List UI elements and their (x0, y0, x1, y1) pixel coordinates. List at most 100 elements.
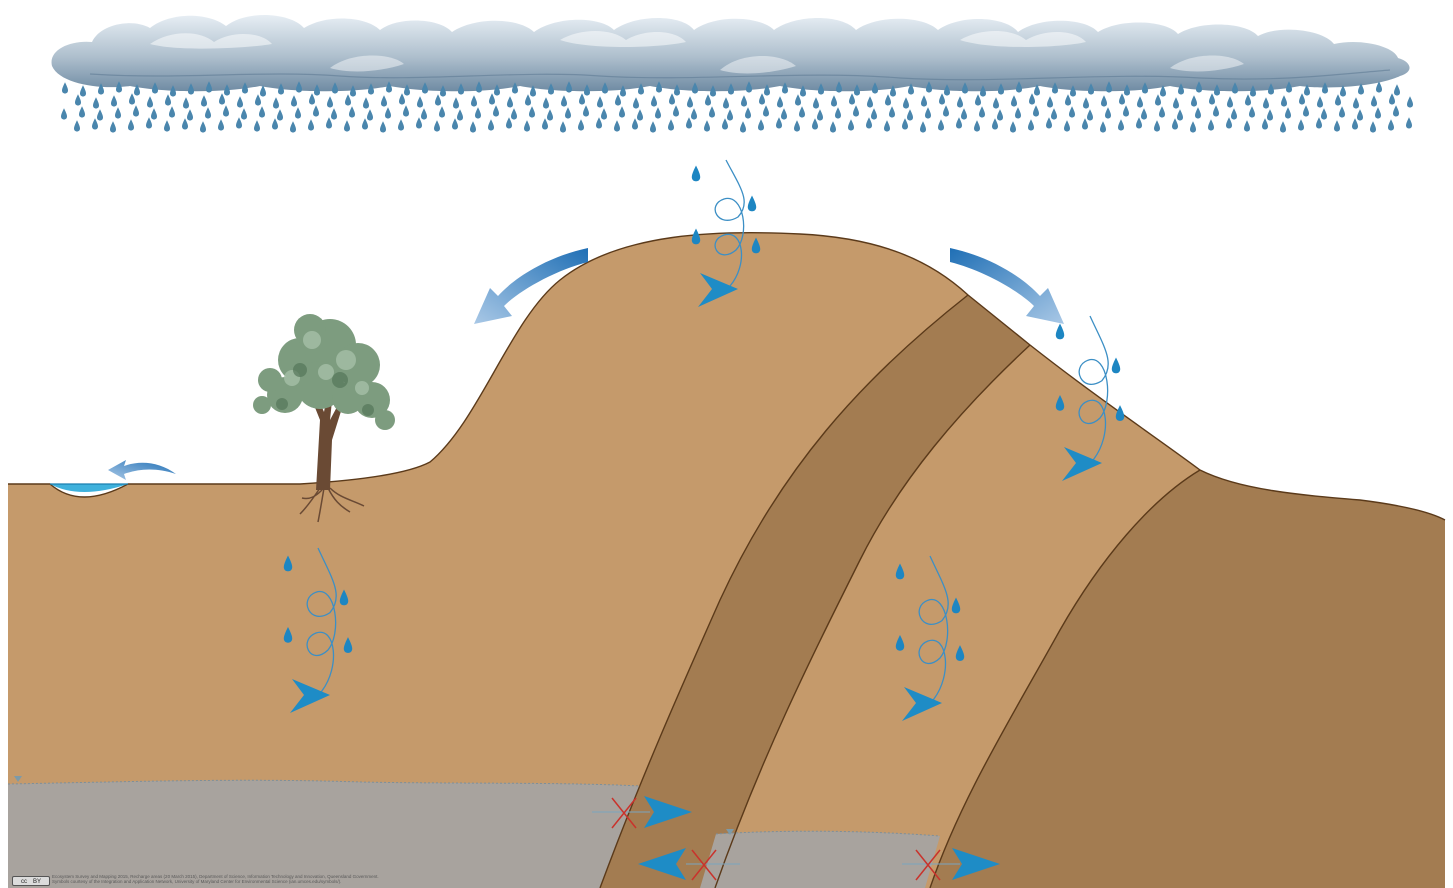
raindrop-icon (1029, 93, 1035, 104)
raindrop-icon (1015, 107, 1021, 118)
raindrop-icon (488, 119, 494, 130)
raindrop-icon (1370, 121, 1376, 132)
raindrop-icon (1154, 120, 1160, 131)
raindrop-icon (146, 117, 152, 128)
raindrop-icon (273, 97, 279, 108)
raindrop-icon (223, 105, 229, 116)
raindrop-icon (1047, 96, 1053, 107)
raindrop-icon (939, 93, 945, 104)
raindrop-icon (1299, 93, 1305, 104)
raindrop-icon (218, 119, 224, 130)
raindrop-icon (183, 97, 189, 108)
raindrop-icon (543, 97, 549, 108)
raindrop-icon (236, 117, 242, 128)
raindrop-icon (992, 118, 998, 129)
raindrop-icon (1159, 106, 1165, 117)
raindrop-icon (885, 94, 891, 105)
raindrop-icon (272, 118, 278, 129)
raindrop-icon (903, 97, 909, 108)
raindrop-icon (686, 117, 692, 128)
raindrop-icon (74, 120, 80, 131)
credits: Ecosystem Survey and Mapping 2015, Recha… (52, 874, 379, 884)
raindrop-icon (525, 94, 531, 105)
raindrop-icon (547, 109, 553, 120)
raindrop-icon (1298, 119, 1304, 130)
raindrop-icon (434, 120, 440, 131)
raindrop-icon (205, 107, 211, 118)
raindrop-icon (295, 107, 301, 118)
raindrop-icon (511, 108, 517, 119)
raindrop-icon (1245, 94, 1251, 105)
raindrop-icon (398, 119, 404, 130)
raindrop-icon (129, 93, 135, 104)
raindrop-icon (344, 120, 350, 131)
creative-commons-icon: cc BY (12, 876, 50, 886)
raindrop-icon (1155, 94, 1161, 105)
raindrop-icon (1010, 121, 1016, 132)
raindrop-icon (673, 105, 679, 116)
raindrop-icon (615, 94, 621, 105)
curved-arrow-icon (108, 460, 176, 480)
raindrop-icon (151, 108, 157, 119)
raindrop-icon (578, 119, 584, 130)
raindrop-icon (475, 107, 481, 118)
soil-profile (8, 233, 1445, 888)
raindrop-icon (470, 121, 476, 132)
raindrop-icon (817, 109, 823, 120)
raindrop-icon (417, 96, 423, 107)
raindrop-icon (452, 118, 458, 129)
storm-cloud-icon (52, 15, 1410, 91)
raindrop-icon (867, 96, 873, 107)
raindrop-icon (957, 96, 963, 107)
raindrop-icon (1069, 106, 1075, 117)
raindrop-icon (830, 121, 836, 132)
raindrop-icon (1105, 107, 1111, 118)
raindrop-icon (925, 107, 931, 118)
raindrop-icon (416, 117, 422, 128)
raindrop-icon (380, 121, 386, 132)
raindrop-icon (1213, 105, 1219, 116)
raindrop-icon (812, 118, 818, 129)
raindrop-icon (260, 85, 266, 96)
raindrop-icon (795, 94, 801, 105)
raindrop-icon (619, 106, 625, 117)
raindrop-icon (542, 118, 548, 129)
raindrop-icon (1011, 95, 1017, 106)
raindrop-icon (1056, 324, 1064, 340)
raindrop-icon (741, 95, 747, 106)
raindrop-icon (866, 117, 872, 128)
raindrop-icon (367, 109, 373, 120)
raindrop-icon (993, 97, 999, 108)
raindrop-icon (255, 94, 261, 105)
raindrop-icon (507, 96, 513, 107)
raindrop-icon (943, 105, 949, 116)
raindrop-icon (1375, 107, 1381, 118)
raindrop-icon (1393, 105, 1399, 116)
raindrop-icon (62, 82, 68, 93)
raindrop-icon (421, 108, 427, 119)
raindrop-icon (975, 94, 981, 105)
raindrop-icon (1406, 117, 1412, 128)
raindrop-icon (781, 108, 787, 119)
raindrop-icon (1112, 358, 1120, 374)
raindrop-icon (529, 106, 535, 117)
raindrop-icon (709, 106, 715, 117)
raindrop-icon (1028, 119, 1034, 130)
raindrop-icon (1118, 119, 1124, 130)
raindrop-icon (1285, 107, 1291, 118)
raindrop-icon (1195, 107, 1201, 118)
raindrop-icon (1281, 95, 1287, 106)
raindrop-icon (740, 121, 746, 132)
raindrop-icon (1082, 118, 1088, 129)
raindrop-icon (1064, 120, 1070, 131)
raindrop-icon (93, 97, 99, 108)
raindrop-icon (561, 95, 567, 106)
raindrop-icon (902, 118, 908, 129)
raindrop-icon (723, 97, 729, 108)
raindrop-icon (704, 120, 710, 131)
raindrop-icon (331, 108, 337, 119)
raindrop-icon (201, 95, 207, 106)
raindrop-icon (1101, 95, 1107, 106)
raindrop-icon (560, 121, 566, 132)
